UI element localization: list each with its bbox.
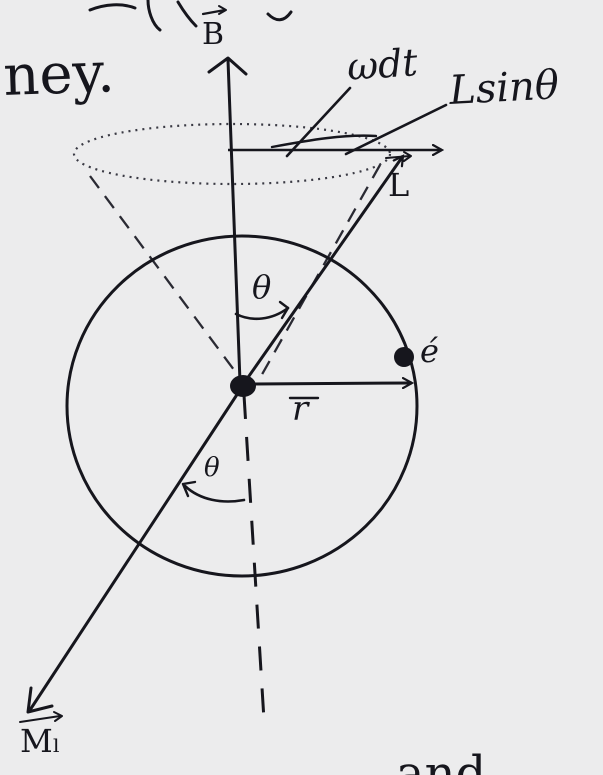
mu-vector-label: Mₗ: [19, 711, 63, 760]
electron-label: é: [420, 332, 439, 370]
bottom-partial-text: and: [396, 746, 486, 775]
axis-dashed-continuation: [242, 394, 266, 721]
cone-right-dashed-edge: [258, 164, 382, 379]
l-vector-text: L: [388, 166, 409, 204]
theta-lower-label: θ: [204, 453, 220, 483]
radius-label: r: [292, 389, 310, 429]
theta-lower-arc-tip: [181, 480, 197, 498]
magnetic-moment-vector: [28, 389, 242, 711]
omega-dt-arc: [270, 134, 378, 149]
electron-dot: [394, 347, 414, 367]
l-vector-label: L: [385, 151, 412, 204]
theta-upper-label: θ: [252, 268, 271, 306]
mu-vector-text: Mₗ: [20, 722, 61, 760]
l-sin-theta-label: Lsinθ: [447, 62, 560, 114]
b-field-arrowhead: [207, 56, 248, 76]
electron-orbit-circle: [65, 234, 419, 578]
magnetic-moment-arrowhead: [26, 686, 54, 714]
l-vector: [240, 156, 403, 387]
l-sin-theta-pointer: [344, 103, 448, 156]
cone-left-dashed-edge: [89, 175, 241, 379]
omega-dt-label: ωdt: [346, 40, 420, 89]
b-vector-label: B: [201, 5, 227, 52]
header-text: ney.: [2, 40, 115, 109]
theta-lower-arc: [183, 484, 246, 503]
b-vector-text: B: [202, 17, 224, 52]
nucleus-dot: [230, 375, 256, 397]
theta-upper-arc: [234, 306, 290, 321]
theta-upper-arc-tip: [278, 300, 290, 320]
b-field-axis: [226, 58, 242, 384]
precession-ellipse: [72, 122, 392, 186]
top-cut-handwriting: [88, 0, 293, 32]
omega-dt-pointer: [285, 86, 352, 158]
radius-line: [243, 383, 412, 384]
